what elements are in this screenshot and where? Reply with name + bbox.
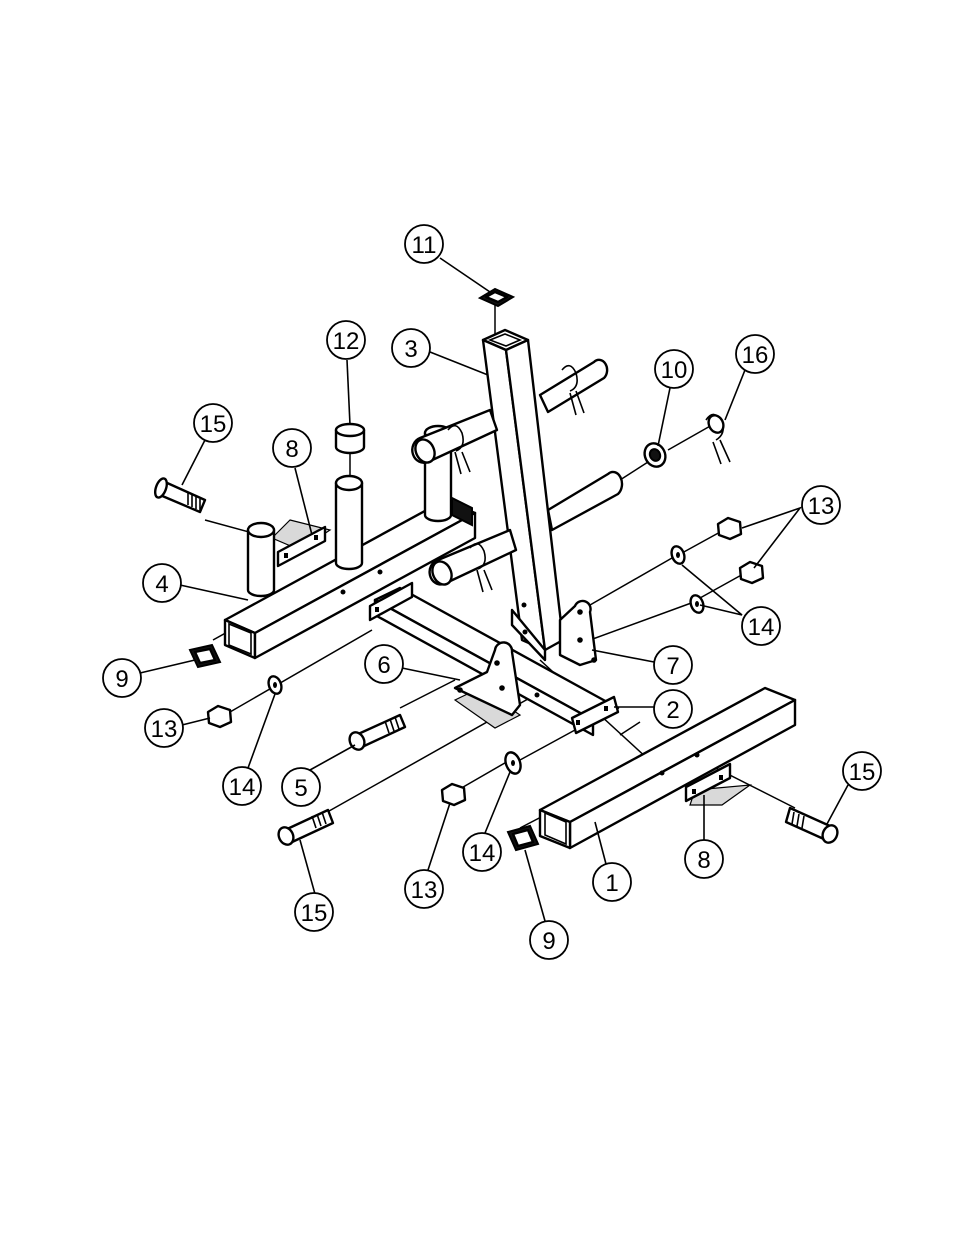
callout-label: 15: [301, 900, 328, 927]
callout-8-top: 8: [272, 428, 313, 536]
callout-13-bottom: 13: [404, 802, 451, 909]
callout-10: 10: [654, 349, 694, 447]
part-9-end-caps: [188, 496, 540, 852]
callout-label: 13: [411, 877, 438, 904]
callout-label: 10: [661, 357, 688, 384]
assembly-axis-lines: [204, 300, 796, 829]
callout-7: 7: [591, 645, 693, 685]
callout-9-bottom: 9: [524, 849, 569, 960]
callout-label: 1: [605, 870, 618, 897]
callout-label: 15: [849, 759, 876, 786]
callout-5: 5: [281, 744, 356, 807]
part-6-and-7-brackets: [368, 581, 598, 729]
callout-16: 16: [724, 334, 775, 421]
callout-11: 11: [404, 224, 491, 293]
part-1-front-base-tube: [538, 686, 797, 850]
callout-label: 9: [542, 928, 555, 955]
callout-label: 9: [115, 666, 128, 693]
callout-label: 5: [294, 775, 307, 802]
callout-label: 3: [404, 336, 417, 363]
callout-label: 14: [229, 774, 256, 801]
callout-15-bottom: 15: [294, 839, 334, 932]
callout-14-left: 14: [222, 693, 276, 806]
callout-label: 14: [469, 840, 496, 867]
callout-label: 4: [155, 571, 168, 598]
callout-4: 4: [142, 563, 249, 603]
callout-label: 7: [666, 653, 679, 680]
callout-label: 15: [200, 411, 227, 438]
callout-1: 1: [592, 821, 632, 902]
callouts: 11 12 3 10 16 15 8: [102, 224, 882, 960]
callout-6: 6: [364, 644, 461, 684]
part-11-top-cap: [477, 287, 516, 308]
callout-3: 3: [391, 328, 489, 376]
hardware-fasteners: [153, 413, 839, 846]
callout-9-left: 9: [102, 658, 196, 698]
callout-label: 11: [412, 232, 437, 259]
callout-label: 13: [808, 493, 835, 520]
callout-label: 14: [748, 614, 775, 641]
callout-label: 2: [666, 697, 679, 724]
callout-14-bottom: 14: [462, 771, 511, 872]
callout-label: 8: [697, 847, 710, 874]
part-8-upper-bracket-plate: [270, 519, 332, 568]
callout-13-left: 13: [144, 708, 211, 748]
callout-12: 12: [326, 320, 366, 426]
part-3-vertical-upright: [411, 328, 624, 662]
callout-label: 8: [285, 436, 298, 463]
part-12-post-cap: [334, 422, 366, 455]
callout-label: 6: [377, 652, 390, 679]
callout-2: 2: [614, 689, 693, 729]
callout-14-right: 14: [681, 564, 781, 646]
part-8-lower-bracket-plate: [684, 762, 753, 806]
callout-13-right: 13: [741, 485, 841, 569]
callout-label: 16: [742, 342, 769, 369]
callout-15-right: 15: [826, 751, 882, 825]
callout-15-top: 15: [181, 403, 233, 486]
callout-8-bottom: 8: [684, 795, 724, 879]
callout-label: 12: [333, 328, 360, 355]
callout-label: 13: [151, 716, 178, 743]
